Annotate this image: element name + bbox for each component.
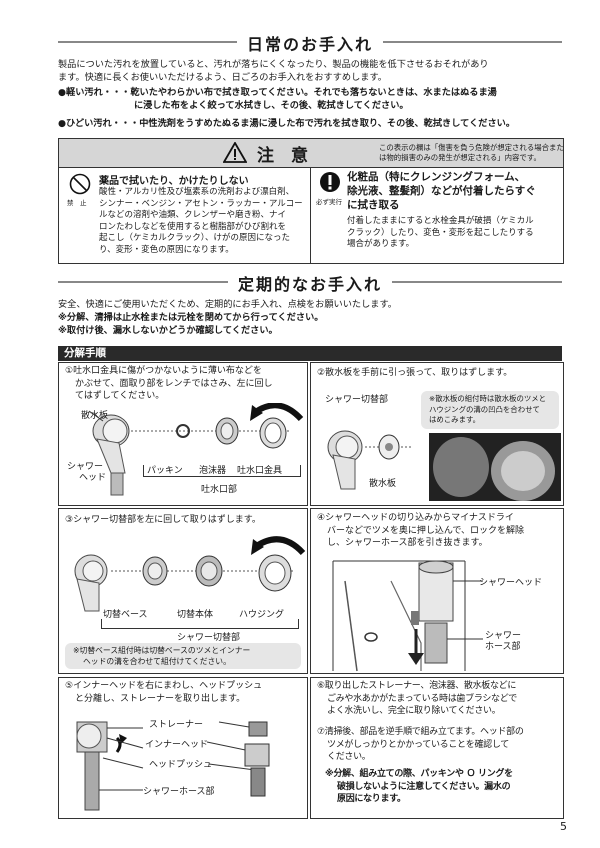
warning-triangle-icon [223,142,247,163]
label-spout-part: 吐水口部 [201,485,238,495]
periodic-title-bar: 定期的なお手入れ [58,271,562,295]
label-packing: パッキン [147,466,183,476]
label-shower-head-4: シャワーヘッド [479,578,543,588]
step-3-illustration [74,536,306,612]
daily-intro: 製品についた汚れを放置していると、汚れが落ちにくくなったり、製品の機能を低下させ… [58,59,489,83]
step-3-bracket [101,619,299,629]
caution-right-text: 付着したままにすると水栓金具が破損（ケミカル クラック）したり、変色・変形を起こ… [347,216,534,249]
page-number: 5 [560,820,567,833]
step-5-illustration [76,721,270,811]
label-switch-body: 切替本体 [177,610,214,620]
label-housing: ハウジング [239,610,285,620]
step-4-illustration [332,560,483,672]
step-1-illustration [88,403,304,496]
step-5-box: ⑤インナーヘッドを右にまわし、ヘッドプッシュ と分離し、ストレーナーを取り出しま… [58,677,308,819]
step-1-bracket [143,465,301,477]
caution-left-text: 酸性・アルカリ性及び塩素系の洗剤および漂白剤、 シンナー・ベンジン・アセトン・ラ… [99,187,303,255]
label-shower-head: シャワー ヘッド [67,462,107,483]
step-3-note: ※切替ベース組付時は切替ベースのツメとインナー ヘッドの溝を合わせて組付けてくだ… [65,643,301,669]
caution-right-title: 化粧品（特にクレンジングフォーム、 除光液、整髪剤）などが付着したらすぐ に拭き… [347,171,536,211]
step-3-box: ③シャワー切替部を左に回して取りはずします。 切替ベース 切替本体 ハウジング … [58,508,308,674]
label-strainer: ストレーナー [149,720,204,730]
step-6-7-box: ⑥取り出したストレーナー、泡沫器、散水板などに ごみや水あかがたまっている時は歯… [310,677,564,819]
step-4-text: ④シャワーヘッドの切り込みからマイナスドライ バーなどでツメを奥に押し込んで、ロ… [317,513,525,548]
label-head-push: ヘッドプッシュ [149,760,213,770]
periodic-title: 定期的なお手入れ [227,271,393,295]
daily-title-bar: 日常のお手入れ [58,31,562,55]
step-7-text: ⑦清掃後、部品を逆手順で組み立てます。ヘッド部の ツメがしっかりとかかっているこ… [317,727,524,762]
step-1-box: ①吐水口金具に傷がつかないように薄い布などを かぶせて、面取り部をレンチではさみ… [58,362,308,506]
must-label: 必ず実行 [316,198,342,206]
caution-header: 注 意 この表示の欄は「傷害を負う危険が想定される場合また は物的損害のみの発生… [59,139,564,168]
step-6-text: ⑥取り出したストレーナー、泡沫器、散水板などに ごみや水あかがたまっている時は歯… [317,681,517,716]
daily-heavy: ●ひどい汚れ・・・中性洗剤をうすめたぬるま湯に浸した布で汚れを拭き取り、その後、… [58,118,516,129]
label-switch: シャワー切替部 [325,395,389,405]
step-2-note: ※散水板の組付時は散水板のツメと ハウジングの溝の凹凸を合わせて はめこみます。 [421,391,559,429]
label-shower-hose: シャワーホース部 [143,787,215,797]
step-3-text: ③シャワー切替部を左に回して取りはずします。 [65,515,261,525]
label-hose-part: シャワー ホース部 [485,631,522,652]
caution-left-title: 薬品で拭いたり、かけたりしない [99,176,249,187]
step-1-text: ①吐水口金具に傷がつかないように薄い布などを かぶせて、面取り部をレンチではさみ… [65,366,273,401]
mandatory-action-icon [320,172,340,192]
step-2-text: ②散水板を手前に引っ張って、取りはずします。 [317,368,513,378]
step-7-warning: ※分解、組み立ての際、パッキンや Ｏ リングを 破損しないように注意してください… [325,769,513,804]
label-aerator: 泡沫器 [199,466,227,476]
label-switch-part: シャワー切替部 [177,633,241,643]
periodic-text: 安全、快適にご使用いただくため、定期的にお手入れ、点検をお願いいたします。 ※分… [58,299,397,336]
label-sanshui-2: 散水板 [369,479,397,489]
daily-light: ●軽い汚れ・・・乾いたやわらかい布で拭き取ってください。それでも落ちないときは、… [58,87,497,111]
label-sanshui: 散水板 [81,411,109,421]
step-2-illustration [327,430,561,501]
daily-title: 日常のお手入れ [236,31,384,55]
caution-title: 注 意 [257,146,308,166]
prohibit-icon [69,173,91,195]
caution-divider [310,167,311,263]
label-spout-fitting: 吐水口金具 [237,466,283,476]
label-switch-base: 切替ベース [103,610,148,620]
step-4-box: ④シャワーヘッドの切り込みからマイナスドライ バーなどでツメを奥に押し込んで、ロ… [310,508,564,674]
step-2-box: ②散水板を手前に引っ張って、取りはずします。 シャワー切替部 ※散水板の組付時は… [310,362,564,506]
label-inner-head: インナーヘッド [145,740,209,750]
caution-note: この表示の欄は「傷害を負う危険が想定される場合また は物的損害のみの発生が想定さ… [379,143,564,162]
prohibit-label: 禁 止 [67,199,87,207]
procedure-header: 分解手順 [58,346,562,361]
step-5-text: ⑤インナーヘッドを右にまわし、ヘッドプッシュ と分離し、ストレーナーを取り出しま… [65,681,263,704]
caution-box: 注 意 この表示の欄は「傷害を負う危険が想定される場合また は物的損害のみの発生… [58,138,564,264]
